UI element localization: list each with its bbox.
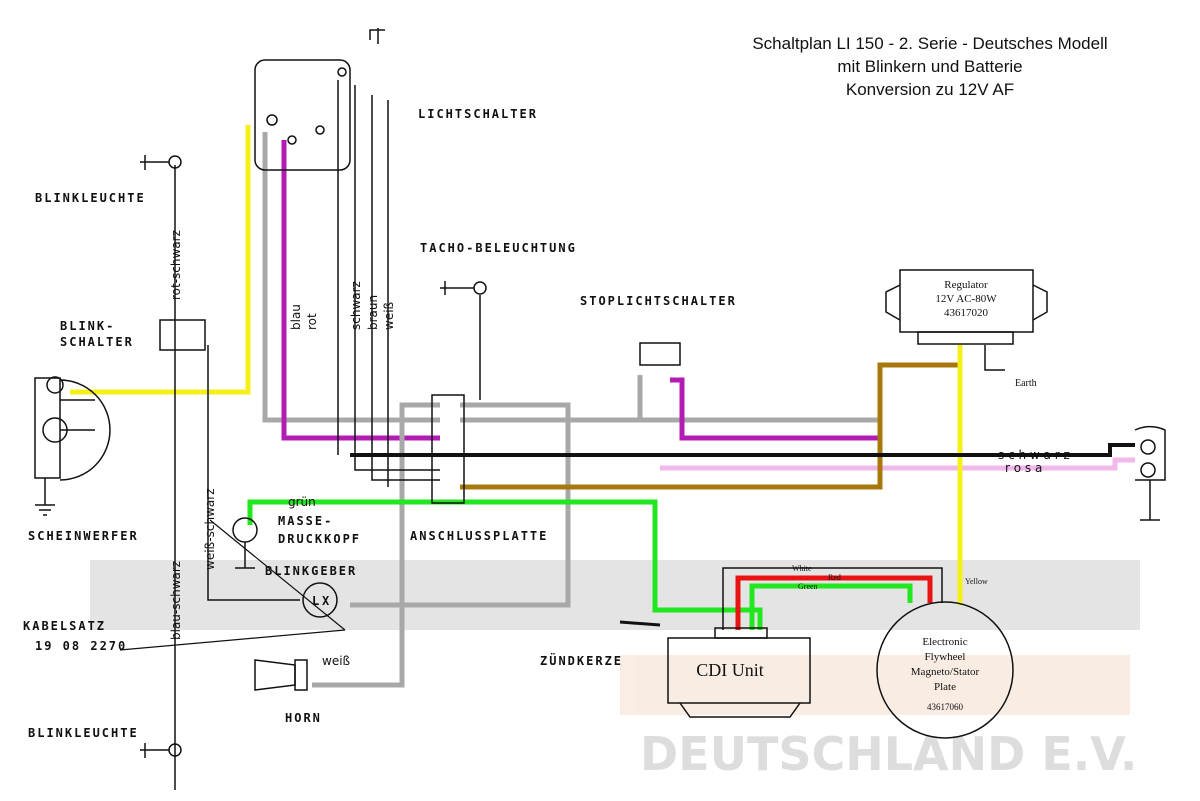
label-blinkleuchte-top: BLINKLEUCHTE bbox=[35, 191, 146, 205]
label-kabelsatz: KABELSATZ bbox=[23, 619, 106, 633]
wire-label-weiss-schwarz: weiß-schwarz bbox=[203, 489, 217, 571]
wire-yellow-headlight bbox=[70, 125, 251, 395]
label-flywheel-4: Plate bbox=[934, 681, 956, 693]
blinkschalter-symbol bbox=[159, 319, 206, 351]
watermark-logo: DEUTSCHLAND E.V. bbox=[90, 560, 1140, 781]
wire-green bbox=[247, 499, 763, 630]
wire-magenta-stop bbox=[670, 377, 880, 441]
wire-label-weiss-horn: weiß bbox=[322, 654, 351, 668]
anschlussplatte-symbol bbox=[431, 394, 465, 504]
wire-label-gruen: grün bbox=[288, 495, 316, 509]
label-blinkschalter-2: SCHALTER bbox=[60, 335, 134, 349]
horn-symbol bbox=[254, 659, 308, 691]
label-flywheel-1: Electronic bbox=[922, 636, 967, 648]
label-zuendkerze: ZÜNDKERZE bbox=[540, 653, 623, 668]
label-masse-2: DRUCKKOPF bbox=[278, 532, 361, 546]
label-regulator-1: Regulator bbox=[944, 279, 988, 291]
wire-label-yellow: Yellow bbox=[965, 577, 988, 586]
wire-label-braun: braun bbox=[366, 295, 380, 330]
lichtschalter-symbol bbox=[254, 28, 385, 171]
wire-pink bbox=[660, 457, 1135, 471]
scheinwerfer-symbol bbox=[34, 376, 111, 516]
label-cdi: CDI Unit bbox=[696, 660, 764, 680]
label-lichtschalter: LICHTSCHALTER bbox=[418, 107, 538, 121]
label-regulator-3: 43617020 bbox=[944, 307, 989, 319]
label-scheinwerfer: SCHEINWERFER bbox=[28, 529, 139, 543]
blinkleuchte-bottom-symbol bbox=[140, 743, 182, 758]
label-anschlussplatte: ANSCHLUSSPLATTE bbox=[410, 529, 548, 543]
masse-druckkopf-symbol bbox=[232, 517, 258, 569]
wire-label-rot-schwarz: rot-schwarz bbox=[169, 230, 183, 300]
wire-label-blau-schwarz: blau-schwarz bbox=[169, 561, 183, 640]
label-regulator-2: 12V AC-80W bbox=[935, 293, 997, 305]
title-line-2: mit Blinkern und Batterie bbox=[837, 57, 1023, 76]
label-flywheel-5: 43617060 bbox=[927, 702, 964, 712]
regulator-symbol bbox=[885, 269, 1048, 345]
label-blinkgeber: BLINKGEBER bbox=[265, 564, 357, 578]
title-line-3: Konversion zu 12V AF bbox=[845, 80, 1015, 99]
wire-label-rosa: r o s a bbox=[1005, 461, 1042, 475]
wire-gray-left bbox=[262, 132, 440, 423]
label-blinkleuchte-bottom: BLINKLEUCHTE bbox=[28, 726, 139, 740]
wire-label-schwarz: s c h w a r z bbox=[998, 448, 1070, 462]
diagram-title: Schaltplan LI 150 - 2. Serie - Deutsches… bbox=[690, 32, 1170, 101]
wire-label-blau: blau bbox=[289, 304, 303, 330]
label-blinkgeber-l: L bbox=[312, 594, 321, 608]
label-earth: Earth bbox=[1015, 378, 1037, 389]
label-horn: HORN bbox=[285, 711, 322, 725]
tacho-lamp-symbol bbox=[440, 281, 487, 295]
label-blinkschalter-1: BLINK- bbox=[60, 319, 115, 333]
wires bbox=[70, 125, 1135, 688]
wire-label-weiss: weiß bbox=[382, 301, 396, 330]
wire-label-schwarz-v: schwarz bbox=[349, 281, 363, 330]
stoplicht-symbol bbox=[639, 342, 681, 366]
cdi-unit-symbol bbox=[667, 627, 811, 718]
label-flywheel-3: Magneto/Stator bbox=[911, 666, 980, 678]
label-flywheel-2: Flywheel bbox=[925, 651, 966, 663]
wire-green-flywheel bbox=[749, 583, 913, 630]
black-wires bbox=[60, 80, 1135, 790]
label-stoplicht: STOPLICHTSCHALTER bbox=[580, 294, 737, 308]
wire-label-rot: rot bbox=[305, 313, 319, 330]
flywheel-symbol bbox=[876, 601, 1014, 739]
wire-label-red: Red bbox=[828, 573, 841, 582]
wire-label-white: White bbox=[792, 564, 812, 573]
blinkleuchte-top-symbol bbox=[140, 155, 182, 170]
label-masse-1: MASSE- bbox=[278, 514, 333, 528]
wire-gray-loop bbox=[312, 402, 571, 688]
svg-text:DEUTSCHLAND E.V.: DEUTSCHLAND E.V. bbox=[640, 727, 1137, 781]
label-blinkgeber-x: X bbox=[322, 594, 331, 608]
wire-label-green: Green bbox=[798, 582, 818, 591]
wire-black-main bbox=[350, 443, 1135, 457]
title-line-1: Schaltplan LI 150 - 2. Serie - Deutsches… bbox=[752, 34, 1108, 53]
blinkgeber-symbol bbox=[302, 582, 338, 618]
label-kabelsatz-nr: 19 08 2270 bbox=[35, 639, 127, 653]
tail-lamp-symbol bbox=[1134, 425, 1166, 521]
wire-red bbox=[735, 575, 933, 630]
label-tacho: TACHO-BELEUCHTUNG bbox=[420, 241, 577, 255]
